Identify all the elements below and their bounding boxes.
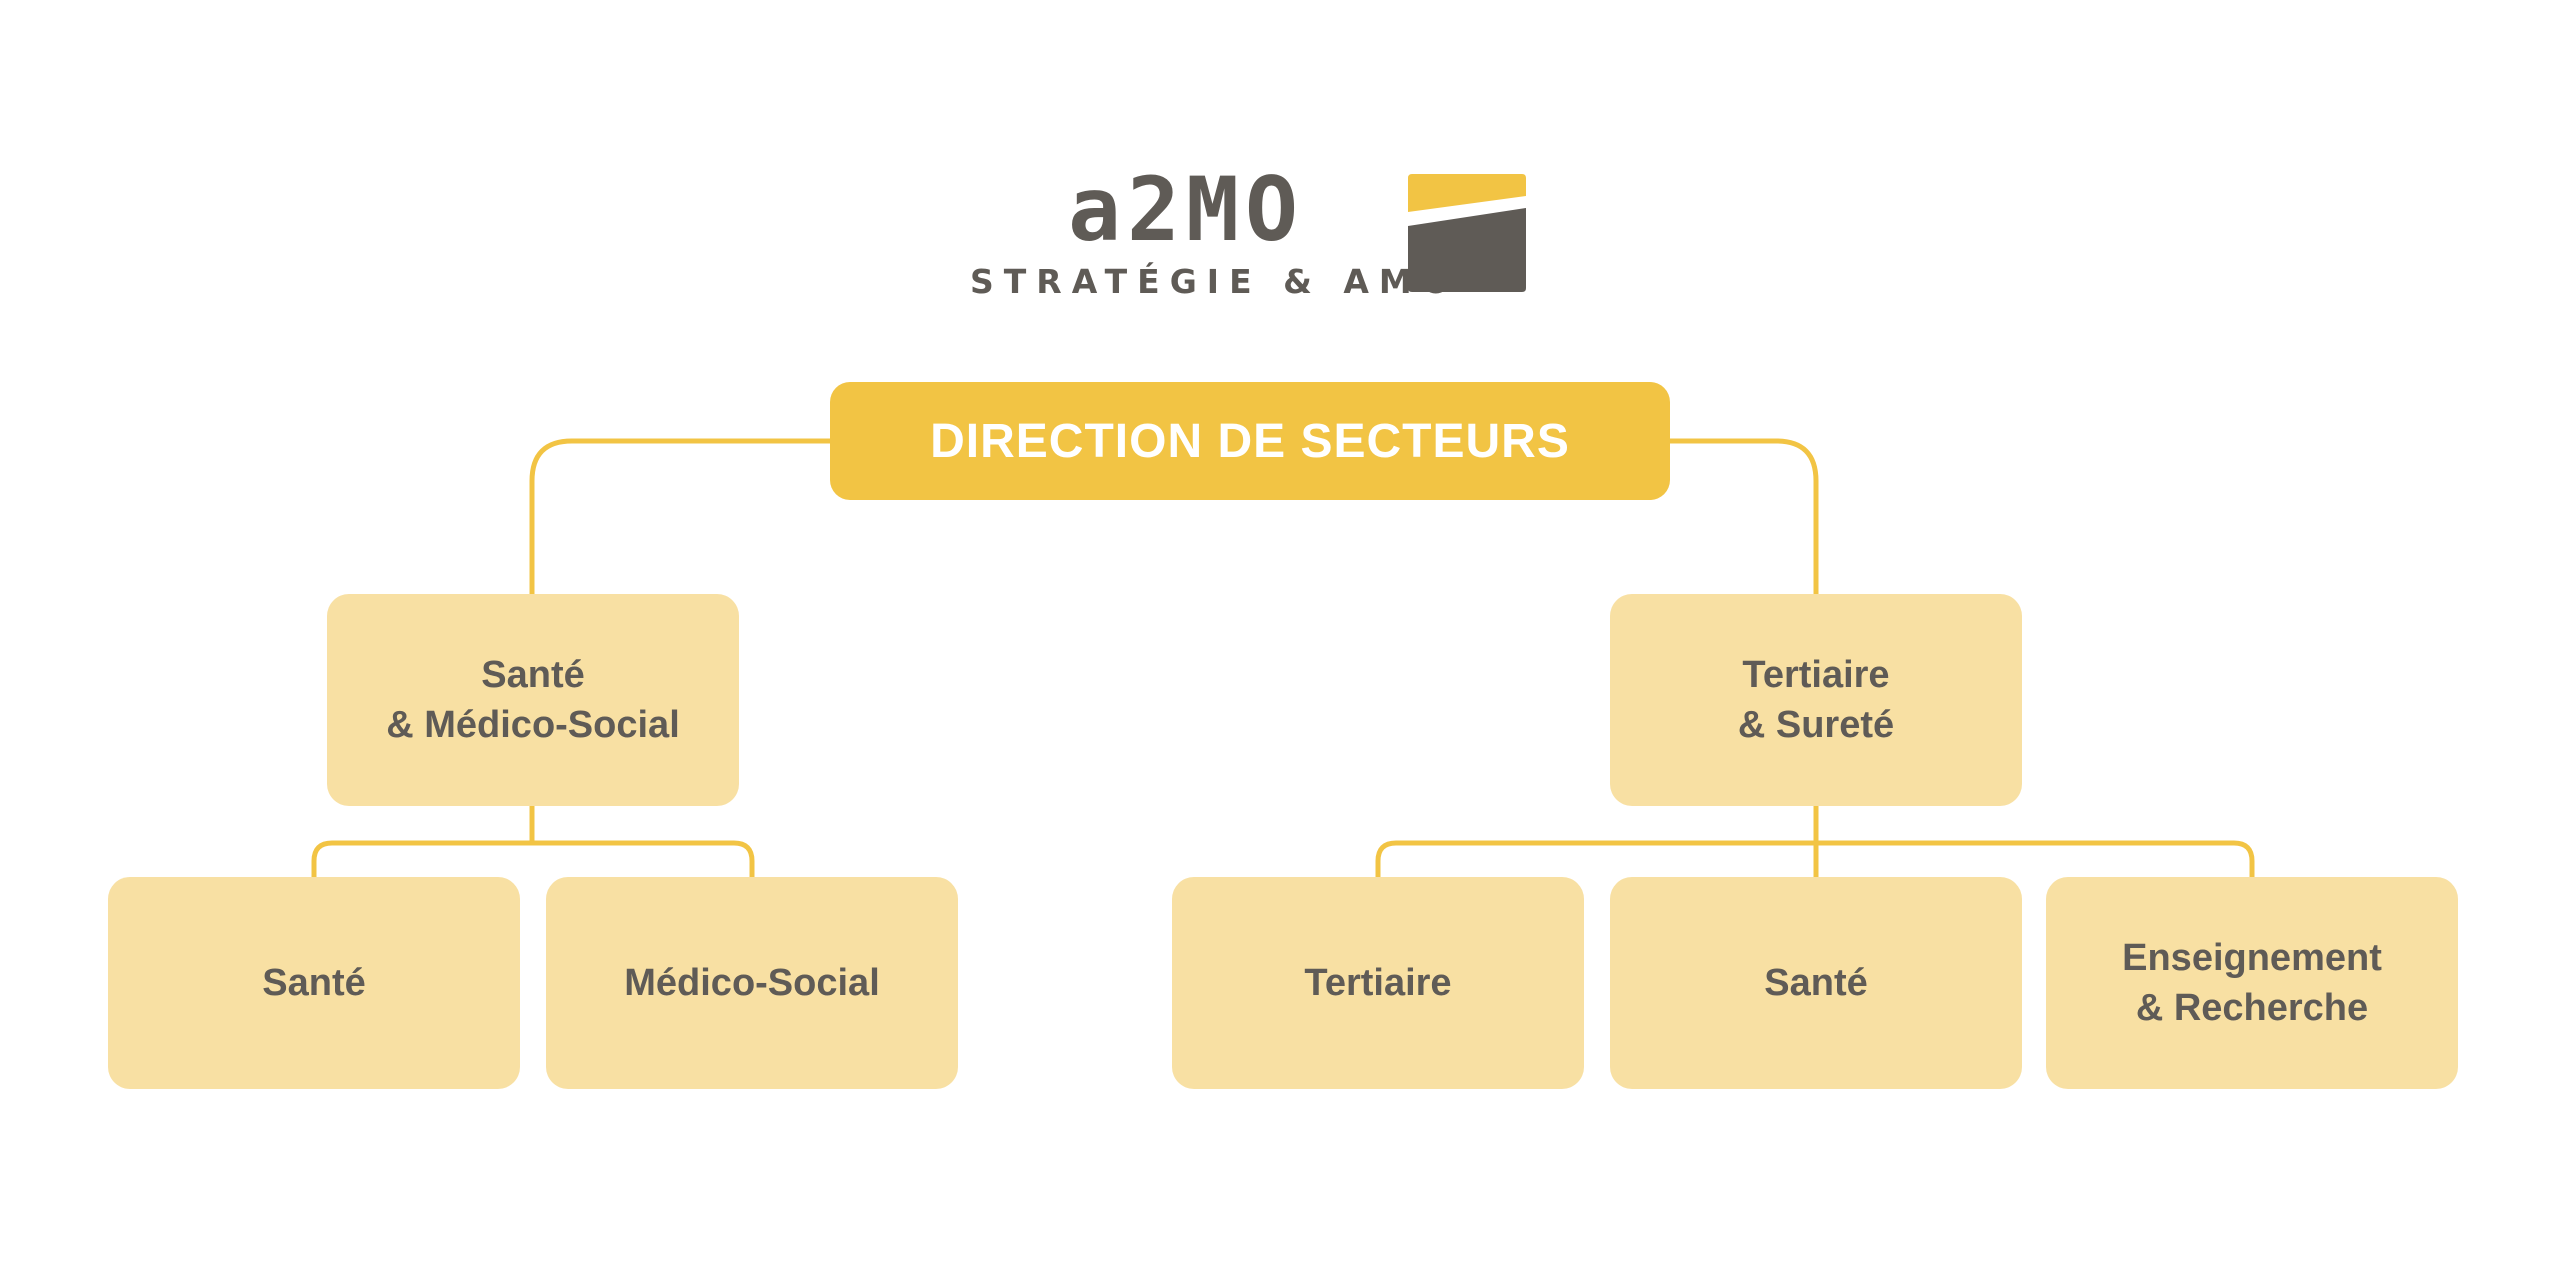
- sub-label: Santé: [1764, 962, 1868, 1004]
- connector-root-left: [529, 438, 833, 597]
- sub-label: Santé: [262, 962, 366, 1004]
- sector-label: Santé & Médico-Social: [386, 654, 680, 746]
- sub-label: Médico-Social: [624, 962, 880, 1004]
- sector-box-tertiaire-surete: Tertiaire & Sureté: [1610, 594, 2022, 806]
- connector-left-bar: [311, 840, 755, 880]
- sub-box-sante-2: Santé: [1610, 877, 2022, 1089]
- sub-box-enseignement-recherche: Enseignement & Recherche: [2046, 877, 2458, 1089]
- sub-box-medico-social: Médico-Social: [546, 877, 958, 1089]
- sector-label: Tertiaire & Sureté: [1737, 654, 1895, 746]
- sub-box-tertiaire: Tertiaire: [1172, 877, 1584, 1089]
- root-box: DIRECTION DE SECTEURS: [830, 382, 1670, 500]
- connector-root-right: [1667, 438, 1819, 597]
- logo-wordmark: a2MO: [1068, 158, 1304, 261]
- logo-tagline: STRATÉGIE & AMO: [970, 262, 1460, 301]
- sub-label: Tertiaire: [1304, 962, 1452, 1004]
- root-label: DIRECTION DE SECTEURS: [930, 414, 1570, 468]
- sector-box-sante-medico-social: Santé & Médico-Social: [327, 594, 739, 806]
- connector-right-bar: [1375, 840, 2255, 880]
- logo-mark-icon: [1408, 174, 1526, 292]
- sub-label: Enseignement & Recherche: [2122, 937, 2382, 1029]
- a2mo-logo: a2MO STRATÉGIE & AMO: [970, 158, 1540, 305]
- sub-box-sante: Santé: [108, 877, 520, 1089]
